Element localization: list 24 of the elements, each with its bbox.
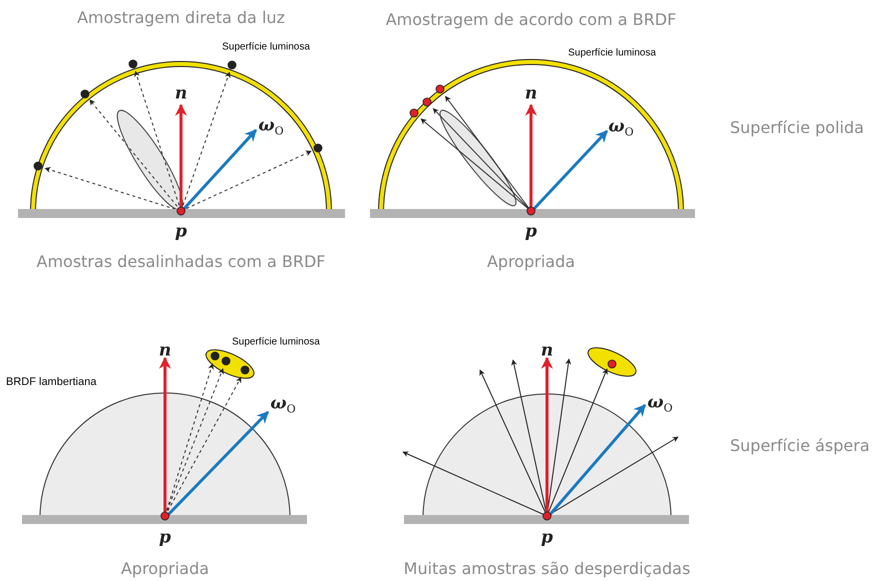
row-label: Superfície áspera <box>730 437 870 455</box>
point-label: p <box>525 222 537 242</box>
row-label: Superfície polida <box>730 119 864 137</box>
panel-caption: Muitas amostras são desperdiçadas <box>404 560 690 578</box>
panel-heading: Amostragem de acordo com a BRDF <box>386 11 676 29</box>
panel-caption: Apropriada <box>120 560 210 578</box>
panel-caption: Amostras desalinhadas com a BRDF <box>36 253 326 271</box>
surface-label: Superfície luminosa <box>222 42 310 52</box>
surface-label: Superfície luminosa <box>568 48 656 58</box>
panel-caption: Apropriada <box>486 253 576 271</box>
point-label: p <box>159 528 171 548</box>
surface-label: Superfície luminosa <box>232 336 320 348</box>
vector-label: ω$_{O}$ <box>647 393 673 415</box>
point-label: p <box>541 528 553 548</box>
vector-label: n <box>524 84 538 104</box>
vector-label: ω$_{O}$ <box>608 117 634 139</box>
vector-label: n <box>174 84 188 104</box>
vector-label: n <box>158 342 172 360</box>
panel-heading: Amostragem direta da luz <box>77 9 285 27</box>
point-label: p <box>175 222 187 242</box>
brdf-label: BRDF lambertiana <box>6 376 96 388</box>
vector-label: n <box>540 342 554 360</box>
vector-label: ω$_{O}$ <box>270 394 296 416</box>
vector-label: ω$_{O}$ <box>258 116 284 138</box>
